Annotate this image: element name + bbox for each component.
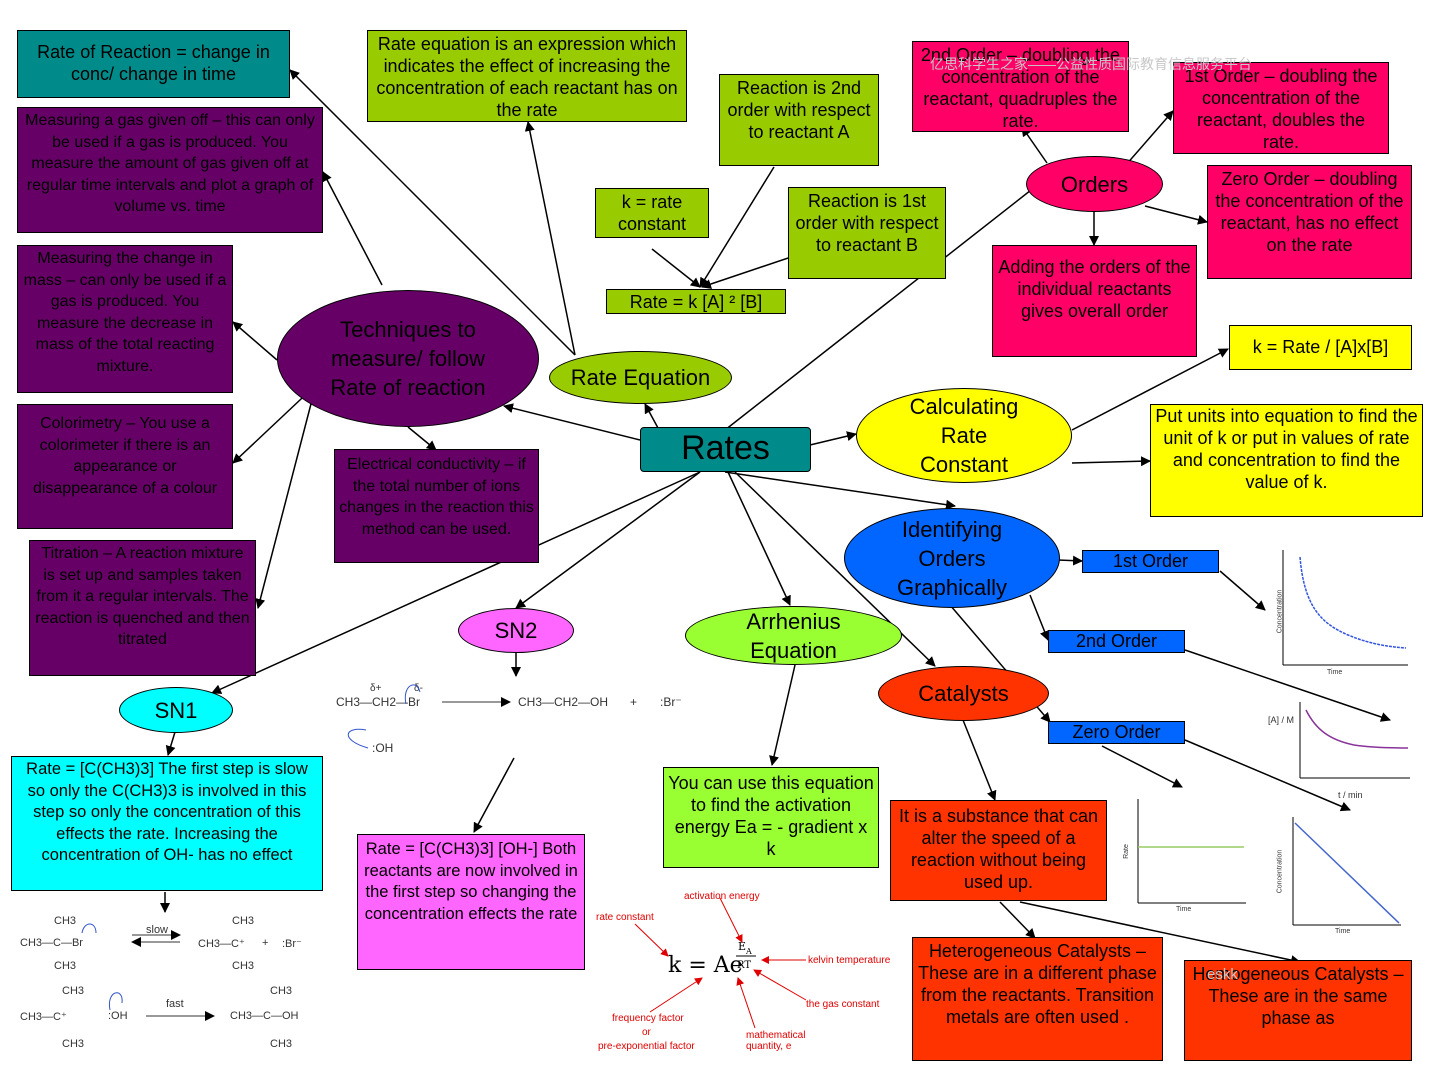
label-gas-constant: the gas constant bbox=[806, 999, 880, 1010]
sn1-slow-label: slow bbox=[146, 924, 169, 936]
sn1-plus: + bbox=[262, 937, 269, 949]
sn1-ch3-bottom-2: CH3 bbox=[232, 960, 255, 972]
zero-order-rate-graph bbox=[1137, 799, 1246, 904]
rate-equation-definition-box: Rate equation is an expression which ind… bbox=[367, 30, 687, 122]
sn1-ch3-bottom-1: CH3 bbox=[54, 960, 77, 972]
first-order-label: 1st Order bbox=[1082, 550, 1219, 573]
sn1-fast-label: fast bbox=[166, 998, 184, 1010]
sn1-carbocation-2: CH3—C⁺ bbox=[20, 1011, 67, 1023]
mass-change-box: Measuring the change in mass – can only … bbox=[17, 245, 233, 393]
sn1-bromide: :Br⁻ bbox=[282, 938, 302, 950]
catalyst-definition-box: It is a substance that can alter the spe… bbox=[890, 800, 1107, 901]
svg-text:RT: RT bbox=[737, 960, 751, 971]
zero-rate-xlabel: Time bbox=[1176, 906, 1192, 913]
catalysts-ellipse: Catalysts bbox=[878, 666, 1049, 721]
sn2-ellipse: SN2 bbox=[458, 608, 574, 653]
second-graph-ylabel: [A] / M bbox=[1268, 715, 1295, 725]
sn1-hydroxide: :OH bbox=[108, 1010, 128, 1022]
colorimetry-box: Colorimetry – You use a colorimeter if t… bbox=[17, 404, 233, 529]
sn2-bromide: :Br⁻ bbox=[660, 695, 682, 709]
second-order-label: 2nd Order bbox=[1048, 630, 1185, 653]
sn2-arrows-icon bbox=[347, 684, 511, 749]
zero-conc-xlabel: Time bbox=[1335, 928, 1351, 935]
svg-text:A: A bbox=[745, 947, 752, 956]
sn2-hydroxide: :OH bbox=[372, 741, 394, 755]
first-order-b-box: Reaction is 1st order with respect to re… bbox=[788, 187, 946, 279]
label-kelvin: kelvin temperature bbox=[808, 955, 891, 966]
activation-energy-box: You can use this equation to find the ac… bbox=[663, 767, 879, 868]
watermark-top: 亿思科学生之家——公益性质国际教育信息服务平台 bbox=[930, 56, 1252, 72]
sn2-product: CH3—CH2—OH bbox=[518, 695, 609, 709]
first-order-doubling-box: 1st Order – doubling the concentration o… bbox=[1173, 62, 1389, 154]
sn1-carbocation: CH3—C⁺ bbox=[198, 938, 245, 950]
rate-of-reaction-box: Rate of Reaction = change in conc/ chang… bbox=[17, 30, 290, 98]
homogeneous-catalysts-box: Homogeneous Catalysts – These are in the… bbox=[1184, 960, 1412, 1061]
svg-text:k = Ae: k = Ae bbox=[668, 953, 743, 978]
label-quantity: quantity, e bbox=[746, 1041, 792, 1052]
k-formula-box: k = Rate / [A]x[B] bbox=[1229, 325, 1412, 370]
sn2-reactant: CH3—CH2—Br bbox=[336, 695, 421, 709]
identifying-orders-ellipse: Identifying Orders Graphically bbox=[844, 508, 1060, 608]
zero-order-concentration-graph bbox=[1292, 817, 1401, 926]
sn1-ch3-bottom-3: CH3 bbox=[62, 1038, 85, 1050]
zero-order-label: Zero Order bbox=[1048, 721, 1185, 744]
second-graph-xlabel: t / min bbox=[1338, 790, 1363, 800]
put-units-box: Put units into equation to find the unit… bbox=[1150, 404, 1423, 517]
rates-central-node: Rates bbox=[640, 427, 811, 472]
label-rate-constant: rate constant bbox=[596, 912, 654, 923]
second-order-doubling-box: 2nd Order – doubling the concentration o… bbox=[912, 41, 1129, 132]
watermark-bottom: eskk bbox=[1207, 966, 1238, 983]
electrical-conductivity-box: Electrical conductivity – if the total n… bbox=[334, 449, 539, 563]
label-mathematical: mathematical bbox=[746, 1030, 806, 1041]
heterogeneous-catalysts-box: Heterogeneous Catalysts – These are in a… bbox=[912, 937, 1163, 1061]
arrhenius-ellipse: Arrhenius Equation bbox=[685, 606, 902, 665]
rate-equation-ellipse: Rate Equation bbox=[549, 351, 732, 404]
sn1-reactant: CH3—C—Br bbox=[20, 937, 83, 949]
sn1-ellipse: SN1 bbox=[119, 687, 233, 733]
techniques-ellipse: Techniques to measure/ follow Rate of re… bbox=[277, 290, 539, 427]
label-activation-energy: activation energy bbox=[684, 891, 760, 902]
label-pre-exp: pre-exponential factor bbox=[598, 1041, 695, 1052]
label-or: or bbox=[642, 1027, 651, 1038]
first-graph-xlabel: Time bbox=[1327, 669, 1343, 676]
rate-equation-formula-box: Rate = k [A] ² [B] bbox=[606, 289, 786, 314]
gas-given-off-box: Measuring a gas given off – this can onl… bbox=[17, 107, 323, 233]
sn1-ch3-top-2: CH3 bbox=[232, 915, 255, 927]
sn2-plus: + bbox=[630, 695, 638, 709]
sn2-rate-box: Rate = [C(CH3)3] [OH-] Both reactants ar… bbox=[357, 834, 585, 970]
sn1-ch3-bottom-4: CH3 bbox=[270, 1038, 293, 1050]
label-frequency: frequency factor bbox=[612, 1013, 684, 1024]
sn1-ch3-top-1: CH3 bbox=[54, 915, 77, 927]
sn1-product: CH3—C—OH bbox=[230, 1010, 299, 1022]
sn1-ch3-top-3: CH3 bbox=[62, 985, 85, 997]
zero-conc-ylabel: Concentration bbox=[1276, 849, 1284, 894]
second-order-graph bbox=[1299, 702, 1410, 779]
sn1-rate-box: Rate = [C(CH3)3] The first step is slow … bbox=[11, 756, 323, 891]
orders-ellipse: Orders bbox=[1026, 156, 1163, 212]
sn1-arrows-icon bbox=[81, 923, 215, 1021]
zero-order-doubling-box: Zero Order – doubling the concentration … bbox=[1207, 165, 1412, 279]
sn1-ch3-top-4: CH3 bbox=[270, 985, 293, 997]
k-rate-constant-box: k = rate constant bbox=[595, 188, 709, 238]
sn2-delta-plus: δ+ bbox=[370, 683, 382, 694]
adding-orders-box: Adding the orders of the individual reac… bbox=[992, 245, 1197, 357]
second-order-a-box: Reaction is 2nd order with respect to re… bbox=[719, 74, 879, 166]
calculating-rate-constant-ellipse: Calculating Rate Constant bbox=[856, 388, 1072, 483]
first-order-graph bbox=[1282, 550, 1408, 666]
zero-rate-ylabel: Rate bbox=[1122, 844, 1130, 859]
arrhenius-formula: k = Ae E A RT bbox=[634, 897, 807, 1029]
first-graph-ylabel: Concentration bbox=[1276, 589, 1284, 634]
svg-text:E: E bbox=[738, 940, 746, 953]
titration-box: Titration – A reaction mixture is set up… bbox=[29, 540, 256, 676]
